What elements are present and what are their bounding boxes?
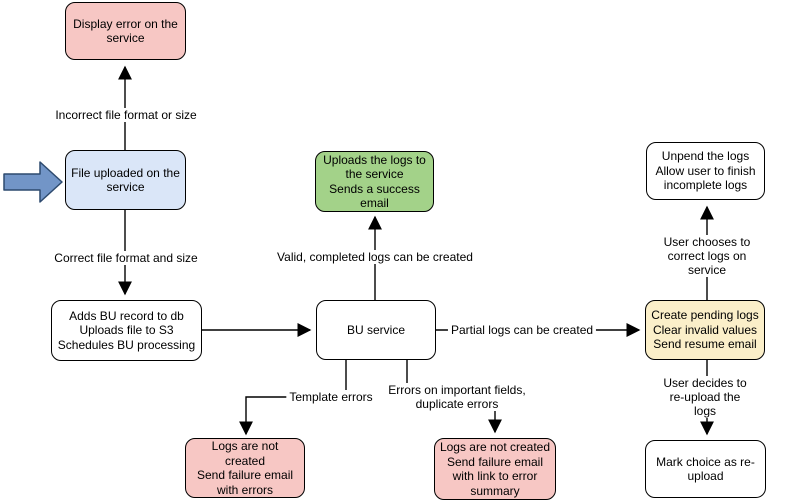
node-logs-not-created-summary: Logs are not created Send failure email … [434,438,556,500]
node-display-error: Display error on the service [65,2,186,60]
edge-label-user-reupload: User decides to re-upload the logs [657,376,753,418]
edge-label-important-fields: Errors on important fields, duplicate er… [385,383,529,411]
node-mark-reupload: Mark choice as re-upload [645,440,766,498]
node-bu-service: BU service [316,300,436,360]
entry-arrow-icon [3,161,63,203]
edge-label-partial-logs: Partial logs can be created [447,323,597,337]
node-logs-not-created-errors: Logs are not created Send failure email … [185,438,305,498]
edge-label-user-chooses: User chooses to correct logs on service [660,235,754,277]
edge-label-correct-format: Correct file format and size [51,251,201,265]
node-unpend-logs: Unpend the logs Allow user to finish inc… [646,142,765,200]
edge-label-template-errors: Template errors [286,390,376,404]
node-file-uploaded: File uploaded on the service [65,150,186,210]
edge-label-incorrect-format: Incorrect file format or size [52,108,200,122]
edge-label-valid-logs: Valid, completed logs can be created [274,250,476,264]
node-uploads-logs: Uploads the logs to the service Sends a … [315,151,434,212]
node-create-pending-logs: Create pending logs Clear invalid values… [645,300,765,360]
node-adds-bu-record: Adds BU record to db Uploads file to S3 … [51,300,202,361]
